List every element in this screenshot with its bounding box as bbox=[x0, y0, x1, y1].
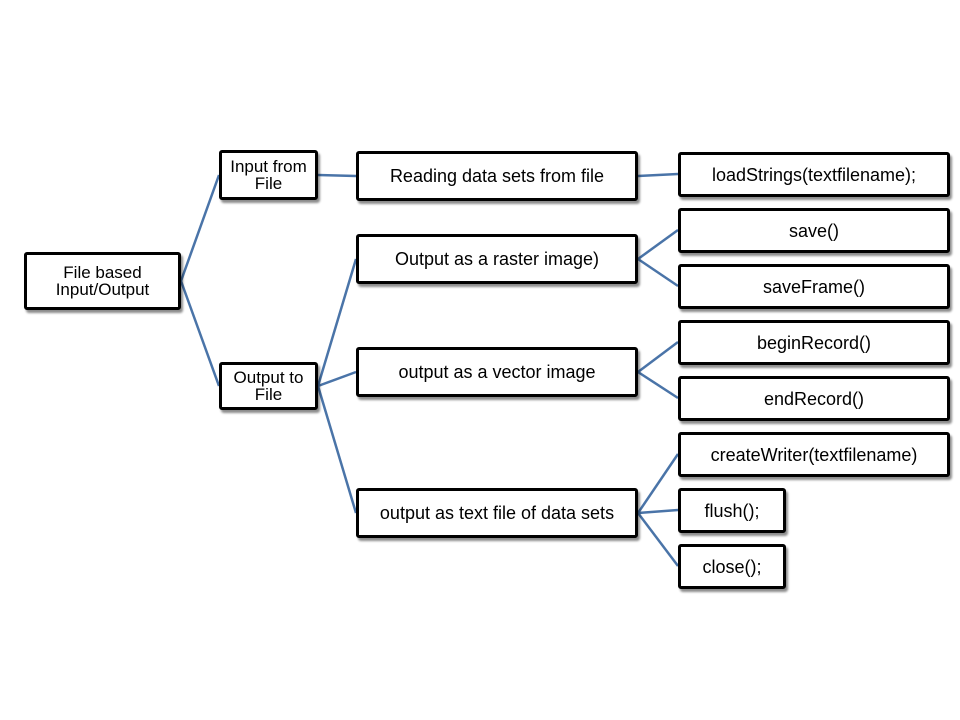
connector-root-to-input bbox=[179, 174, 221, 282]
node-raster-image: Output as a raster image) bbox=[356, 234, 638, 284]
node-vector-image: output as a vector image bbox=[356, 347, 638, 397]
node-vector-image-label: output as a vector image bbox=[398, 362, 596, 382]
node-save-frame: saveFrame() bbox=[678, 264, 950, 309]
node-input-from-file: Input from File bbox=[219, 150, 318, 200]
connector-reading-to-load bbox=[637, 172, 679, 178]
node-save-label: save() bbox=[788, 220, 839, 241]
connector-raster-to-saveframe bbox=[637, 257, 679, 288]
connector-input-to-reading bbox=[317, 173, 357, 178]
node-raster-image-label: Output as a raster image) bbox=[394, 249, 600, 269]
connector-text-to-close bbox=[637, 512, 679, 567]
node-begin-record-label: beginRecord() bbox=[756, 332, 872, 353]
node-input-from-file-label: Input from File bbox=[230, 157, 307, 193]
node-create-writer: createWriter(textfilename) bbox=[678, 432, 950, 477]
connector-output-to-text bbox=[316, 385, 358, 514]
root-node-label: File based Input/Output bbox=[55, 263, 150, 299]
node-reading-data-sets-label: Reading data sets from file bbox=[389, 166, 605, 186]
node-create-writer-label: createWriter(textfilename) bbox=[710, 444, 918, 465]
node-output-to-file-label: Output to File bbox=[233, 368, 304, 404]
node-close-label: close(); bbox=[702, 556, 762, 577]
node-reading-data-sets: Reading data sets from file bbox=[356, 151, 638, 201]
root-node-file-io: File based Input/Output bbox=[24, 252, 181, 310]
connector-text-to-create bbox=[636, 453, 680, 514]
node-output-to-file: Output to File bbox=[219, 362, 318, 410]
connector-text-to-flush bbox=[637, 508, 679, 515]
node-text-file: output as text file of data sets bbox=[356, 488, 638, 538]
node-flush: flush(); bbox=[678, 488, 786, 533]
node-end-record: endRecord() bbox=[678, 376, 950, 421]
connector-raster-to-save bbox=[637, 228, 679, 261]
node-save: save() bbox=[678, 208, 950, 253]
node-close: close(); bbox=[678, 544, 786, 589]
node-text-file-label: output as text file of data sets bbox=[379, 503, 615, 523]
connector-root-to-output bbox=[179, 280, 221, 387]
connector-output-to-raster bbox=[316, 258, 358, 387]
node-load-strings-label: loadStrings(textfilename); bbox=[711, 164, 917, 185]
connector-vector-to-begin bbox=[637, 341, 679, 373]
connector-output-to-vector bbox=[317, 370, 357, 388]
node-save-frame-label: saveFrame() bbox=[762, 276, 865, 297]
connector-vector-to-end bbox=[637, 370, 679, 400]
node-begin-record: beginRecord() bbox=[678, 320, 950, 365]
node-end-record-label: endRecord() bbox=[763, 388, 865, 409]
node-load-strings: loadStrings(textfilename); bbox=[678, 152, 950, 197]
node-flush-label: flush(); bbox=[704, 500, 760, 521]
